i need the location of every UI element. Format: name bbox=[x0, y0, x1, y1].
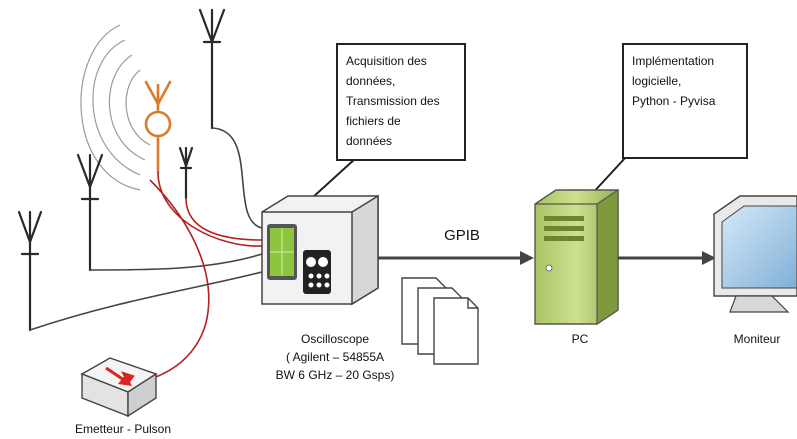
pc-monitor-arrow bbox=[618, 251, 716, 265]
data-files-icon bbox=[401, 277, 479, 365]
antenna-icons bbox=[17, 8, 226, 332]
gpib-label: GPIB bbox=[444, 227, 480, 244]
oscilloscope-label-line-3: BW 6 GHz – 20 Gsps) bbox=[275, 368, 395, 382]
radiation-waves bbox=[80, 24, 151, 191]
oscilloscope-label-line-2: ( Agilent – 54855A bbox=[285, 350, 385, 364]
antenna-icon-left bbox=[17, 210, 43, 332]
oscilloscope-icon bbox=[261, 194, 379, 306]
pc-label: PC bbox=[571, 332, 589, 346]
implementation-line-1: Implémentation bbox=[632, 54, 715, 68]
antenna-icon-mid-left bbox=[76, 153, 104, 272]
acquisition-line-3: Transmission des bbox=[346, 94, 440, 108]
monitor-label: Moniteur bbox=[733, 332, 781, 346]
antenna-icon-top bbox=[198, 8, 226, 130]
acquisition-line-2: données, bbox=[346, 74, 396, 88]
pc-icon bbox=[534, 188, 619, 326]
oscilloscope-label-line-1: Oscilloscope bbox=[300, 332, 370, 346]
acquisition-line-1: Acquisition des bbox=[346, 54, 427, 68]
antenna-cables bbox=[29, 127, 263, 331]
orange-antenna-icon bbox=[144, 80, 172, 174]
monitor-icon bbox=[713, 195, 797, 313]
emitter-label: Emetteur - Pulson bbox=[74, 422, 172, 436]
gpib-link-arrow bbox=[378, 251, 534, 265]
acquisition-callout: Acquisition des données, Transmission de… bbox=[336, 43, 466, 161]
acquisition-line-5: données bbox=[346, 134, 393, 148]
acquisition-line-4: fichiers de bbox=[346, 114, 401, 128]
emitter-icon bbox=[80, 357, 158, 418]
oscilloscope-label: Oscilloscope ( Agilent – 54855A BW 6 GHz… bbox=[265, 330, 405, 384]
implementation-line-3: Python - Pyvisa bbox=[632, 94, 716, 108]
implementation-callout: Implémentation logicielle, Python - Pyvi… bbox=[622, 43, 748, 159]
red-cables bbox=[139, 171, 263, 383]
implementation-line-2: logicielle, bbox=[632, 74, 682, 88]
antenna-icon-small bbox=[178, 146, 194, 200]
